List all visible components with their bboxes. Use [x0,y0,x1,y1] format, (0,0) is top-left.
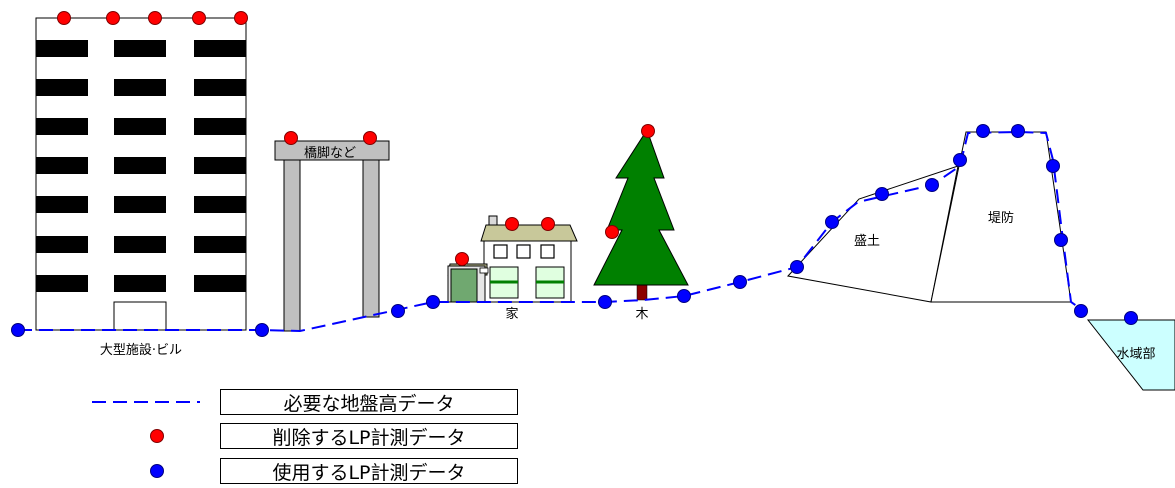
legend-ground-data: 必要な地盤高データ [220,389,518,415]
building-window [114,79,166,96]
building-window [194,157,246,174]
building-window [36,79,88,96]
used-lp-point [976,124,990,138]
used-lp-point [1074,304,1088,318]
house: 家 [447,215,578,322]
building-window [114,236,166,253]
red-circle-icon [150,429,164,443]
removed-lp-points [57,11,655,266]
bridge-label: 橋脚など [304,145,356,161]
used-lp-point [426,295,440,309]
used-lp-point [255,323,269,337]
building-window [36,196,88,213]
removed-lp-point [363,131,377,145]
removed-lp-point [284,131,298,145]
used-lp-point [391,304,405,318]
removed-lp-point [148,11,162,25]
removed-lp-point [455,252,469,266]
removed-lp-point [57,11,71,25]
house-label: 家 [505,306,518,322]
building-window [194,236,246,253]
building-window [114,157,166,174]
used-lp-point [825,215,839,229]
used-lp-point [677,289,691,303]
used-lp-point [11,323,25,337]
legend-use-lp: 使用するLP計測データ [220,458,518,484]
used-lp-point [1054,233,1068,247]
building-window [36,236,88,253]
blue-circle-icon [150,464,164,478]
used-lp-point [733,275,747,289]
building-window [194,118,246,135]
levee: 堤防 [930,131,1072,303]
building-window [114,275,166,292]
removed-lp-point [641,124,655,138]
building-window [114,118,166,135]
legend-remove-lp: 削除するLP計測データ [220,423,518,449]
removed-lp-point [106,11,120,25]
used-lp-points [11,124,1138,337]
tree: 木 [593,128,689,322]
removed-lp-point [505,217,519,231]
water-area: 水域部 [1086,319,1175,391]
used-lp-point [598,295,612,309]
building-window [36,40,88,57]
removed-lp-point [541,217,555,231]
bridge-pier: 橋脚など [274,140,390,332]
levee-label: 堤防 [988,210,1014,226]
building-window [36,157,88,174]
used-lp-point [1046,159,1060,173]
used-lp-point [875,187,889,201]
removed-lp-point [192,11,206,25]
building-window [36,118,88,135]
used-lp-point [925,178,939,192]
building-window [36,275,88,292]
ground-height-line [18,130,1086,333]
removed-lp-point [234,11,248,25]
used-lp-point [1124,311,1138,325]
used-lp-point [1011,124,1025,138]
building-entrance [113,301,167,331]
tree-label: 木 [635,307,648,322]
used-lp-point [953,153,967,167]
building-window [194,79,246,96]
large-building [35,17,247,331]
building-window [194,40,246,57]
removed-lp-point [605,225,619,239]
building-window [114,196,166,213]
building-label: 大型施設·ビル [100,342,182,358]
building-window [114,40,166,57]
building-window [194,196,246,213]
water-label: 水域部 [1116,347,1155,362]
used-lp-point [790,260,804,274]
building-window [194,275,246,292]
fill-label: 盛土 [854,234,880,249]
